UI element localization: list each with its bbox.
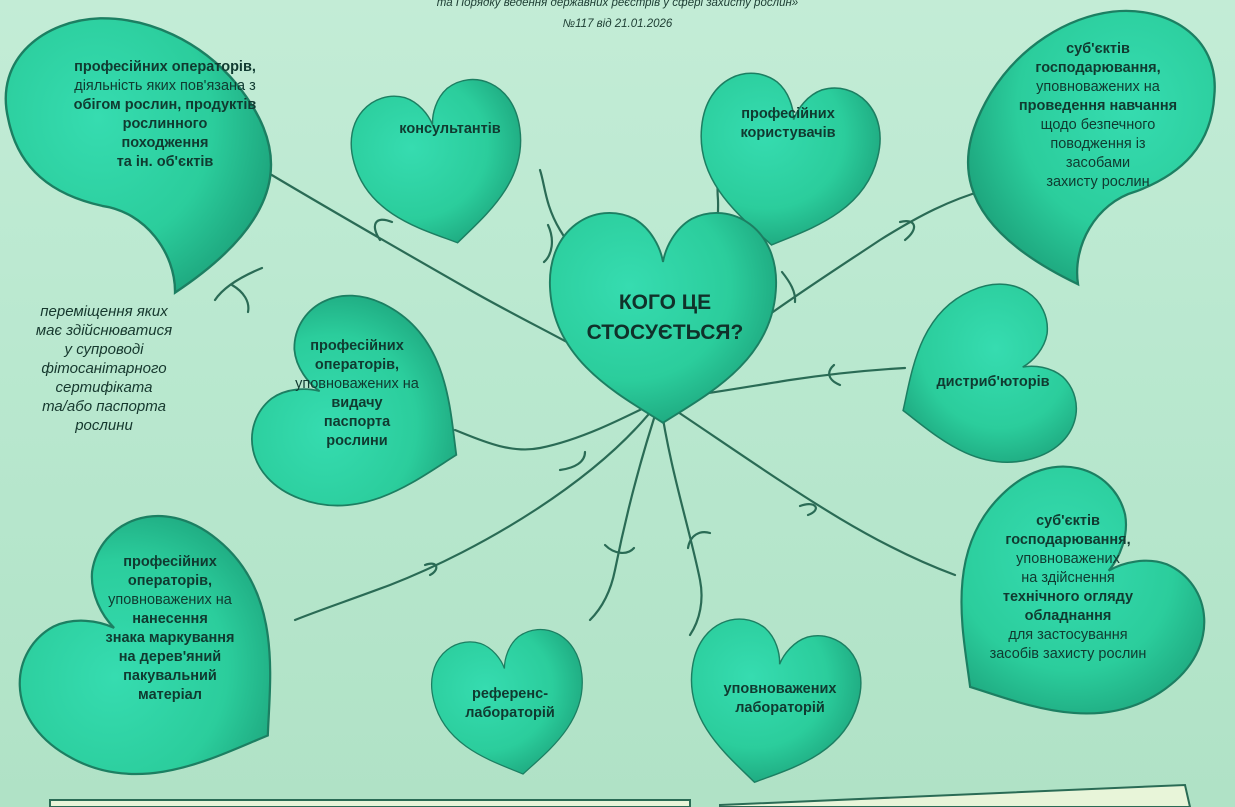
leaf-text-line: для застосування <box>1008 627 1128 643</box>
leaf-text-line: засобів захисту рослин <box>989 646 1147 662</box>
side-note-line: фітосанітарного <box>41 360 167 377</box>
leaf-text-line: господарювання, <box>1035 60 1161 76</box>
leaf-reference-labs: референс-лабораторій <box>440 685 580 723</box>
leaf-distributors: дистриб'юторів <box>908 373 1078 392</box>
header-line-1: та Порядку ведення державних реєстрів у … <box>436 0 799 9</box>
leaf-text-line: користувачів <box>740 125 836 141</box>
leaf-text-line: на здійснення <box>1021 570 1115 586</box>
leaf-authorized-labs: уповноважених лабораторій <box>695 680 865 718</box>
leaf-inspection-entities: суб'єктів господарювання, уповноважених на … <box>948 512 1188 664</box>
leaf-text-line: поводження із <box>1050 136 1146 152</box>
leaf-text-line: референс- <box>471 686 549 702</box>
leaf-text-line: щодо безпечного <box>1040 117 1156 133</box>
side-note: переміщення яких має здійснюватися у суп… <box>6 302 202 435</box>
side-note-line: сертифіката <box>55 379 153 396</box>
leaf-text-line: консультантів <box>399 121 501 137</box>
side-note-line: має здійснюватися <box>35 322 173 339</box>
leaf-text-line: походження <box>121 135 209 151</box>
leaf-text-line: технічного огляду <box>1002 589 1134 605</box>
leaf-marking-operators: професійних операторів, уповноважених на на… <box>60 553 280 705</box>
side-note-line: та/або паспорта <box>42 398 166 415</box>
leaf-text-line: обігом рослин, продуктів <box>73 97 257 113</box>
side-note-line: рослини <box>75 417 133 434</box>
center-question: КОГО ЦЕ СТОСУЄТЬСЯ? <box>560 288 770 348</box>
leaf-passport-operators: професійних операторів, уповноважених на ви… <box>262 337 452 451</box>
leaf-text-line: професійних <box>741 106 835 122</box>
leaf-text-line: уповноважених <box>1016 551 1120 567</box>
leaf-text-line: професійних <box>123 554 217 570</box>
leaf-text-line: суб'єктів <box>1036 513 1100 529</box>
leaf-text-line: видачу <box>331 395 383 411</box>
leaf-text-line: уповноважених на <box>295 376 419 392</box>
leaf-training-entities: суб'єктів господарювання, уповноважених на… <box>978 40 1218 192</box>
leaf-text-line: операторів, <box>314 357 400 373</box>
leaf-text-line: нанесення <box>132 611 208 627</box>
leaf-text-line: на дерев'яний <box>118 649 222 665</box>
header-line-2: №117 від 21.01.2026 <box>562 18 673 30</box>
leaf-professional-users: професійних користувачів <box>708 105 868 143</box>
leaf-text-line: знака маркування <box>105 630 235 646</box>
leaf-text-line: рослини <box>326 433 388 449</box>
leaf-text-line: господарювання, <box>1005 532 1131 548</box>
leaf-text-line: рослинного <box>122 116 208 132</box>
bottom-banner <box>49 783 1192 807</box>
leaf-text-line: лабораторій <box>735 700 825 716</box>
leaf-text-line: уповноважених на <box>1036 79 1160 95</box>
leaf-text-line: діяльність яких пов'язана з <box>74 78 256 94</box>
leaf-text-line: паспорта <box>323 414 391 430</box>
leaf-text-line: професійних <box>310 338 404 354</box>
side-note-line: у супроводі <box>64 341 144 358</box>
leaf-text-line: матеріал <box>138 687 202 703</box>
leaf-text-line: дистриб'юторів <box>936 374 1050 390</box>
leaf-operators-circulation: професійних операторів, діяльність яких п… <box>30 58 300 172</box>
leaf-consultants: консультантів <box>370 120 530 139</box>
leaf-text-line: професійних операторів, <box>74 59 256 75</box>
leaf-text-line: захисту рослин <box>1046 174 1150 190</box>
center-question-line-2: СТОСУЄТЬСЯ? <box>586 321 744 344</box>
leaf-text-line: суб'єктів <box>1066 41 1130 57</box>
leaf-text-line: та ін. об'єктів <box>116 154 214 170</box>
leaf-text-line: проведення навчання <box>1018 98 1178 114</box>
leaf-text-line: обладнання <box>1024 608 1112 624</box>
leaf-text-line: засобами <box>1065 155 1131 171</box>
leaf-text-line: уповноважених <box>723 681 837 697</box>
leaf-text-line: уповноважених на <box>108 592 232 608</box>
leaf-text-line: операторів, <box>127 573 213 589</box>
side-note-line: переміщення яких <box>40 303 168 320</box>
leaf-text-line: лабораторій <box>465 705 555 721</box>
leaf-text-line: пакувальний <box>123 668 217 684</box>
center-question-line-1: КОГО ЦЕ <box>618 291 712 314</box>
